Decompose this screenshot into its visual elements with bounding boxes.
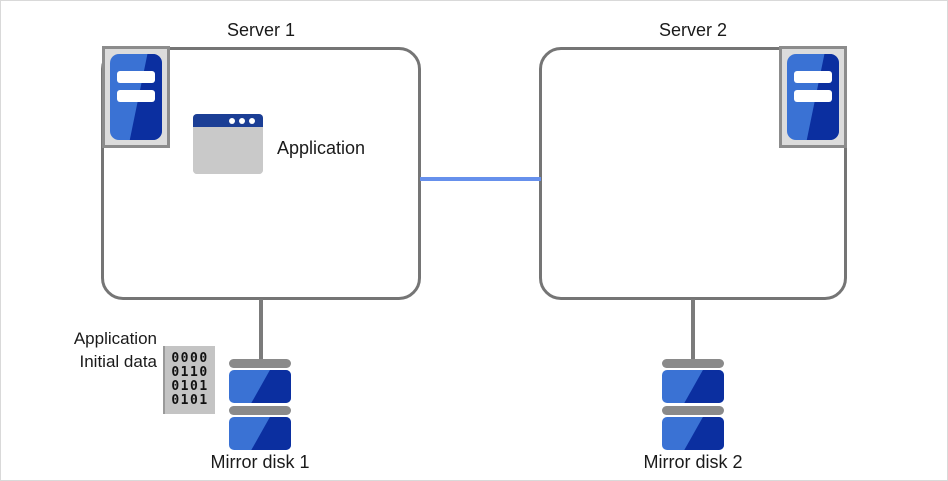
mirror-disk-icon [662, 359, 724, 450]
interconnect-link [420, 177, 541, 181]
mirror-disk-icon [229, 359, 291, 450]
server-1-box [101, 47, 421, 300]
disk-plate-middle [662, 406, 724, 415]
disk-plate-top [662, 359, 724, 368]
disk-plate-top [229, 359, 291, 368]
binary-row: 0000 [171, 350, 209, 366]
server-2-title: Server 2 [658, 20, 728, 40]
initial-data-label-line1: Application [73, 329, 157, 348]
server-machine-icon [779, 46, 847, 148]
server-2-disk-link [691, 299, 695, 361]
application-window-icon [193, 114, 263, 174]
mirror-disk-2-caption: Mirror disk 2 [643, 452, 743, 472]
binary-data-icon: 0000 0110 0101 0101 [163, 346, 215, 414]
server-1-title: Server 1 [226, 20, 296, 40]
window-dot-2 [239, 118, 245, 124]
initial-data-label-line2: Initial data [79, 351, 158, 371]
binary-row: 0101 [171, 393, 209, 409]
window-dot-1 [229, 118, 235, 124]
server-2-box [539, 47, 847, 300]
server-machine-icon [102, 46, 170, 148]
disk-platter-2 [662, 417, 724, 450]
disk-platter-2 [229, 417, 291, 450]
disk-platter-1 [229, 370, 291, 403]
initial-data-label: Application Initial data [21, 328, 157, 374]
disk-plate-middle [229, 406, 291, 415]
window-dot-3 [249, 118, 255, 124]
mirror-disk-1-caption: Mirror disk 1 [210, 452, 310, 472]
application-label: Application [277, 138, 366, 158]
server-1-disk-link [259, 299, 263, 361]
binary-row: 0110 [171, 364, 209, 380]
binary-row: 0101 [171, 379, 209, 394]
disk-platter-1 [662, 370, 724, 403]
